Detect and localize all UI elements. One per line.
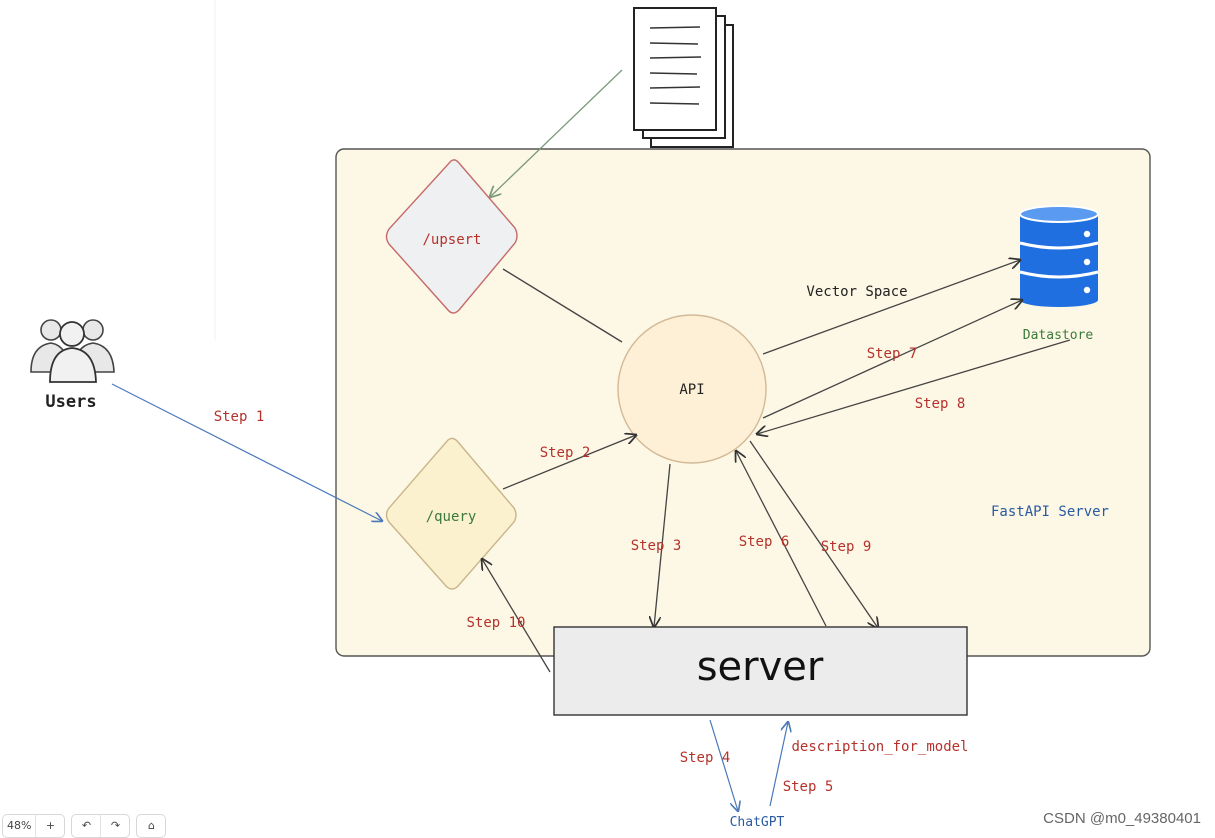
datastore-label: Datastore (1023, 328, 1094, 343)
zoom-level[interactable]: 48% (7, 819, 32, 832)
upsert-node[interactable]: /upsert (385, 159, 518, 314)
server-label: server (697, 644, 824, 690)
zoom-controls: 48% + (2, 814, 66, 838)
users-label: Users (45, 392, 96, 412)
step1-label: Step 1 (214, 409, 265, 425)
step8-arrow (757, 339, 1071, 434)
step4-label: Step 4 (680, 750, 731, 766)
undo-icon[interactable]: ↶ (81, 819, 92, 832)
step2-arrow (502, 435, 636, 490)
step7-label: Step 7 (867, 346, 918, 362)
vector-space-arrow (762, 260, 1020, 355)
description-for-model-label: description_for_model (791, 739, 968, 755)
query-node[interactable]: /query (385, 437, 517, 590)
chatgpt-label: ChatGPT (730, 815, 785, 830)
step8-label: Step 8 (915, 396, 966, 412)
step10-label: Step 10 (466, 615, 525, 631)
query-label: /query (426, 509, 477, 525)
step4-arrow (709, 719, 738, 811)
step2-label: Step 2 (540, 445, 591, 461)
step9-label: Step 9 (821, 539, 872, 555)
upsert-to-api-line (502, 268, 623, 343)
users-icon (30, 319, 115, 383)
step10-arrow (482, 559, 551, 673)
documents-to-upsert-arrow (490, 69, 623, 197)
home-controls: ⌂ (136, 814, 167, 838)
home-icon[interactable]: ⌂ (147, 819, 155, 832)
step5-label: Step 5 (783, 779, 834, 795)
datastore-icon[interactable] (1019, 205, 1099, 307)
canvas-toolbar: 48% + ↶ ↷ ⌂ (2, 812, 167, 838)
watermark-text: CSDN @m0_49380401 (1043, 810, 1201, 827)
step1-arrow (111, 383, 382, 521)
zoom-in-button[interactable]: + (35, 815, 64, 837)
server-node[interactable]: server (553, 626, 968, 716)
step9-arrow (749, 440, 878, 628)
step3-label: Step 3 (631, 538, 682, 554)
redo-icon[interactable]: ↷ (100, 815, 129, 837)
vector-space-label: Vector Space (806, 284, 907, 300)
upsert-label: /upsert (422, 232, 481, 248)
api-node[interactable]: API (617, 314, 767, 464)
step5-arrow (769, 722, 788, 807)
step7-arrow (762, 300, 1022, 419)
step6-arrow (736, 451, 827, 627)
fastapi-server-label: FastAPI Server (991, 504, 1109, 520)
history-controls: ↶ ↷ (71, 814, 131, 838)
api-label: API (679, 382, 704, 398)
documents-icon (633, 7, 734, 148)
step3-arrow (654, 463, 671, 627)
step6-label: Step 6 (739, 534, 790, 550)
